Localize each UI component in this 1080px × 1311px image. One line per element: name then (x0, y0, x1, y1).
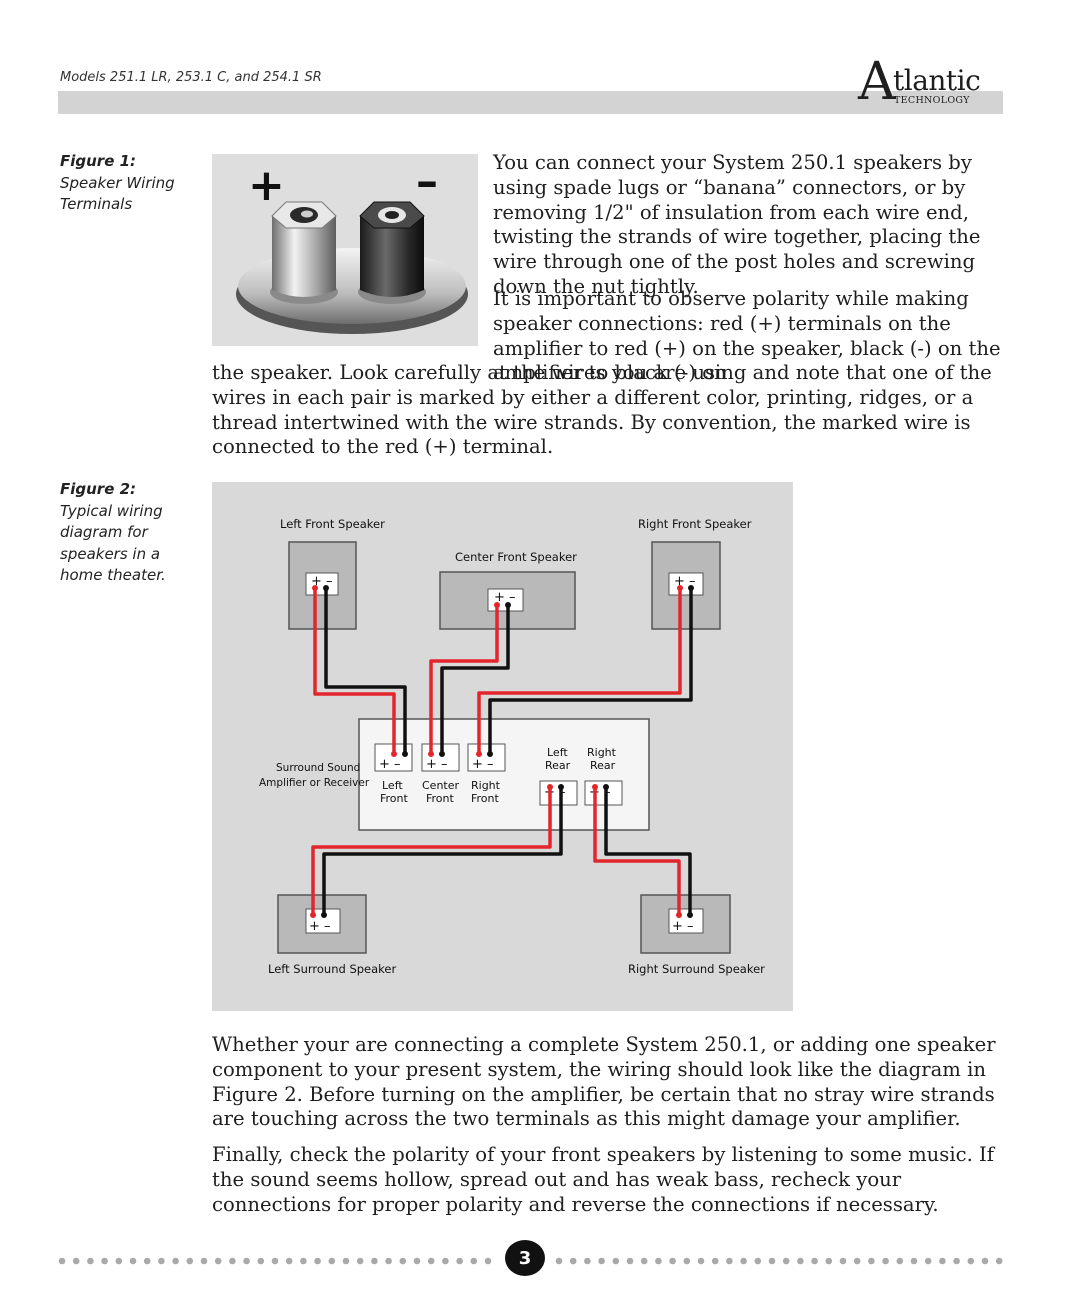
negative-wires (322, 588, 693, 915)
wire-connection-dots (310, 585, 694, 918)
terminal-label: + – (426, 757, 448, 772)
figure1-caption: Figure 1: Speaker Wiring Terminals (60, 151, 175, 216)
figure2-caption-line: home theater. (60, 566, 166, 584)
wire-center-front-negative (440, 605, 510, 754)
figure1-terminal-illustration: + – (212, 154, 478, 346)
terminal-label: + – (672, 919, 694, 934)
label-left-surround-speaker: Left Surround Speaker (268, 962, 396, 976)
terminal-label: + – (309, 919, 331, 934)
wire-right-front-negative (488, 588, 693, 754)
channel-center-front-line1: Center (422, 779, 460, 792)
wire-center-front-positive (429, 605, 499, 754)
footer-dot-rule (58, 1252, 1003, 1265)
channel-left-rear-line1: Left (547, 746, 568, 759)
label-center-front-speaker: Center Front Speaker (455, 550, 577, 564)
positive-terminal-post (272, 216, 336, 297)
atlantic-technology-logo: A tlantic TECHNOLOGY (858, 56, 1004, 108)
figure2-caption-line: Typical wiring (60, 501, 163, 520)
channel-right-front-line1: Right (471, 779, 501, 792)
label-right-front-speaker: Right Front Speaker (638, 517, 752, 531)
figure1-minus-sign: – (416, 156, 438, 207)
channel-left-front-line1: Left (382, 779, 403, 792)
wire-right-surround-positive (593, 787, 681, 915)
terminal-label: + – (494, 590, 516, 605)
page-number-badge: 3 (505, 1240, 545, 1276)
paragraph-wiring-check: Whether your are connecting a complete S… (212, 1033, 996, 1131)
surround-amplifier: Surround Sound Amplifier or Receiver + –… (259, 718, 650, 831)
wire-right-front-positive (477, 588, 682, 754)
logo-initial: A (858, 52, 896, 112)
wire-left-front-positive (313, 588, 396, 754)
amplifier-label-line1: Surround Sound (276, 762, 360, 774)
channel-left-rear-line2: Rear (545, 759, 571, 772)
channel-center-front-line2: Front (426, 792, 455, 805)
header-models-text: Models 251.1 LR, 253.1 C, and 254.1 SR (60, 70, 322, 85)
figure2-caption-lead: Figure 2: (60, 480, 137, 498)
wire-left-front-negative (324, 588, 407, 754)
label-left-front-speaker: Left Front Speaker (280, 517, 385, 531)
wire-right-surround-negative (604, 787, 692, 915)
paragraph-polarity-intro: It is important to observe polarity whil… (493, 287, 1001, 385)
paragraph-connect-speakers: You can connect your System 250.1 speake… (493, 151, 981, 298)
left-surround-speaker: + – Left Surround Speaker (268, 894, 396, 976)
header-bar (58, 91, 1003, 114)
wire-left-surround-negative (322, 787, 563, 915)
figure1-caption-line: Terminals (60, 195, 133, 213)
figure1-caption-lead: Figure 1: (60, 152, 137, 170)
channel-right-rear-line1: Right (587, 746, 617, 759)
wire-left-surround-positive (311, 787, 552, 915)
channel-right-rear-line2: Rear (590, 759, 616, 772)
channel-left-front-line2: Front (380, 792, 409, 805)
figure1-caption-line: Speaker Wiring (60, 173, 175, 192)
terminal-label: + – (472, 757, 494, 772)
label-right-surround-speaker: Right Surround Speaker (628, 962, 765, 976)
negative-terminal-post (360, 216, 424, 297)
paragraph-polarity-continued: the speaker. Look carefully at the wires… (212, 361, 992, 459)
paragraph-polarity-test: Finally, check the polarity of your fron… (212, 1143, 995, 1216)
figure1-plus-sign: + (248, 160, 285, 211)
amplifier-label-line2: Amplifier or Receiver (259, 777, 370, 789)
figure2-wiring-diagram: + – Left Front Speaker + – Center Front … (212, 482, 793, 1011)
terminal-label: + – (379, 757, 401, 772)
figure2-caption-line: speakers in a (60, 544, 161, 563)
right-surround-speaker: + – Right Surround Speaker (628, 894, 765, 976)
channel-right-front-line2: Front (471, 792, 500, 805)
figure2-caption-line: diagram for (60, 523, 148, 541)
figure2-caption: Figure 2: Typical wiring diagram for spe… (60, 479, 166, 587)
positive-wires (311, 588, 682, 915)
logo-word: tlantic (893, 64, 981, 97)
logo-subtitle: TECHNOLOGY (894, 95, 970, 106)
